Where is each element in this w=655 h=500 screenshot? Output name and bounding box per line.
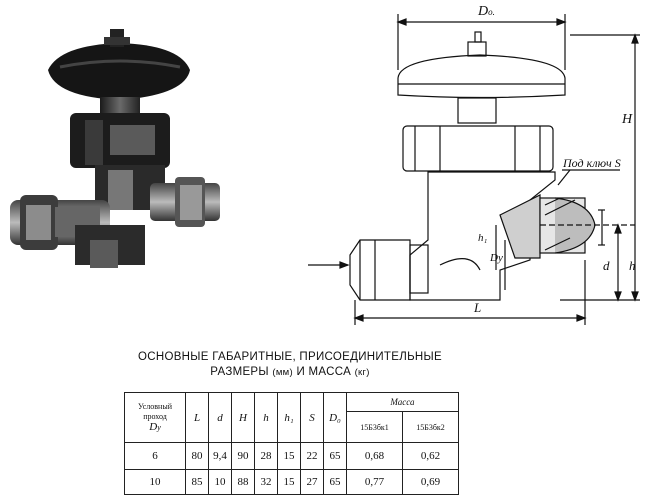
dim-h-label: H bbox=[622, 112, 633, 127]
mass-col-2-header: 15Б3бк2 bbox=[402, 411, 459, 443]
cell-l: 80 bbox=[185, 442, 209, 470]
cell-mass-2: 0,62 bbox=[402, 442, 459, 470]
dim-h-small-label: h bbox=[629, 258, 636, 273]
cell-mass-1: 0,77 bbox=[346, 469, 403, 495]
cell-l: 85 bbox=[185, 469, 209, 495]
cell-d: 9,4 bbox=[208, 442, 232, 470]
wrench-size-label: Под ключ S bbox=[563, 156, 621, 170]
dim-d0-label: Do. bbox=[478, 4, 495, 19]
cell-h1: 15 bbox=[277, 442, 301, 470]
cell-d0: 65 bbox=[323, 442, 347, 470]
caption-line-1: ОСНОВНЫЕ ГАБАРИТНЫЕ, ПРИСОЕДИНИТЕЛЬНЫЕ bbox=[138, 351, 442, 363]
cell-d: 10 bbox=[208, 469, 232, 495]
dim-d-label: d bbox=[603, 258, 610, 273]
cell-mass-1: 0,68 bbox=[346, 442, 403, 470]
col-header-d: d bbox=[208, 392, 232, 443]
nominal-bore-header: Условный проход Dу bbox=[124, 392, 186, 443]
col-header-h-total: H bbox=[231, 392, 255, 443]
cell-s: 27 bbox=[300, 469, 324, 495]
valve-technical-drawing bbox=[308, 14, 640, 325]
col-header-h: h bbox=[254, 392, 278, 443]
col-header-l: L bbox=[185, 392, 209, 443]
dimensions-mass-table: Условный проход Dу L d H h h₁ S D₀ Масса… bbox=[124, 392, 459, 495]
cell-h: 32 bbox=[254, 469, 278, 495]
cell-s: 22 bbox=[300, 442, 324, 470]
col-header-h1: h₁ bbox=[277, 392, 301, 443]
handwheel-outline bbox=[397, 54, 566, 99]
cell-h: 28 bbox=[254, 442, 278, 470]
col-header-d0: D₀ bbox=[323, 392, 347, 443]
cell-h-total: 90 bbox=[231, 442, 255, 470]
cell-h-total: 88 bbox=[231, 469, 255, 495]
table-caption: ОСНОВНЫЕ ГАБАРИТНЫЕ, ПРИСОЕДИНИТЕЛЬНЫЕ Р… bbox=[90, 350, 490, 380]
col-header-s: S bbox=[300, 392, 324, 443]
valve-photo bbox=[10, 29, 220, 268]
cell-h1: 15 bbox=[277, 469, 301, 495]
mass-header: Масса bbox=[346, 392, 459, 412]
cell-d0: 65 bbox=[323, 469, 347, 495]
dim-l-label: L bbox=[474, 300, 482, 315]
table-row: 6 80 9,4 90 28 15 22 65 0,68 0,62 bbox=[124, 442, 459, 470]
caption-line-2: РАЗМЕРЫ (мм) И МАССА (кг) bbox=[210, 366, 370, 378]
mass-col-1-header: 15Б3бк1 bbox=[346, 411, 403, 443]
dim-dy-label: Dу bbox=[490, 252, 503, 264]
table-row: 10 85 10 88 32 15 27 65 0,77 0,69 bbox=[124, 469, 459, 495]
dim-h1-label: h₁ bbox=[478, 232, 488, 244]
cell-dy: 6 bbox=[124, 442, 186, 470]
cell-dy: 10 bbox=[124, 469, 186, 495]
cell-mass-2: 0,69 bbox=[402, 469, 459, 495]
